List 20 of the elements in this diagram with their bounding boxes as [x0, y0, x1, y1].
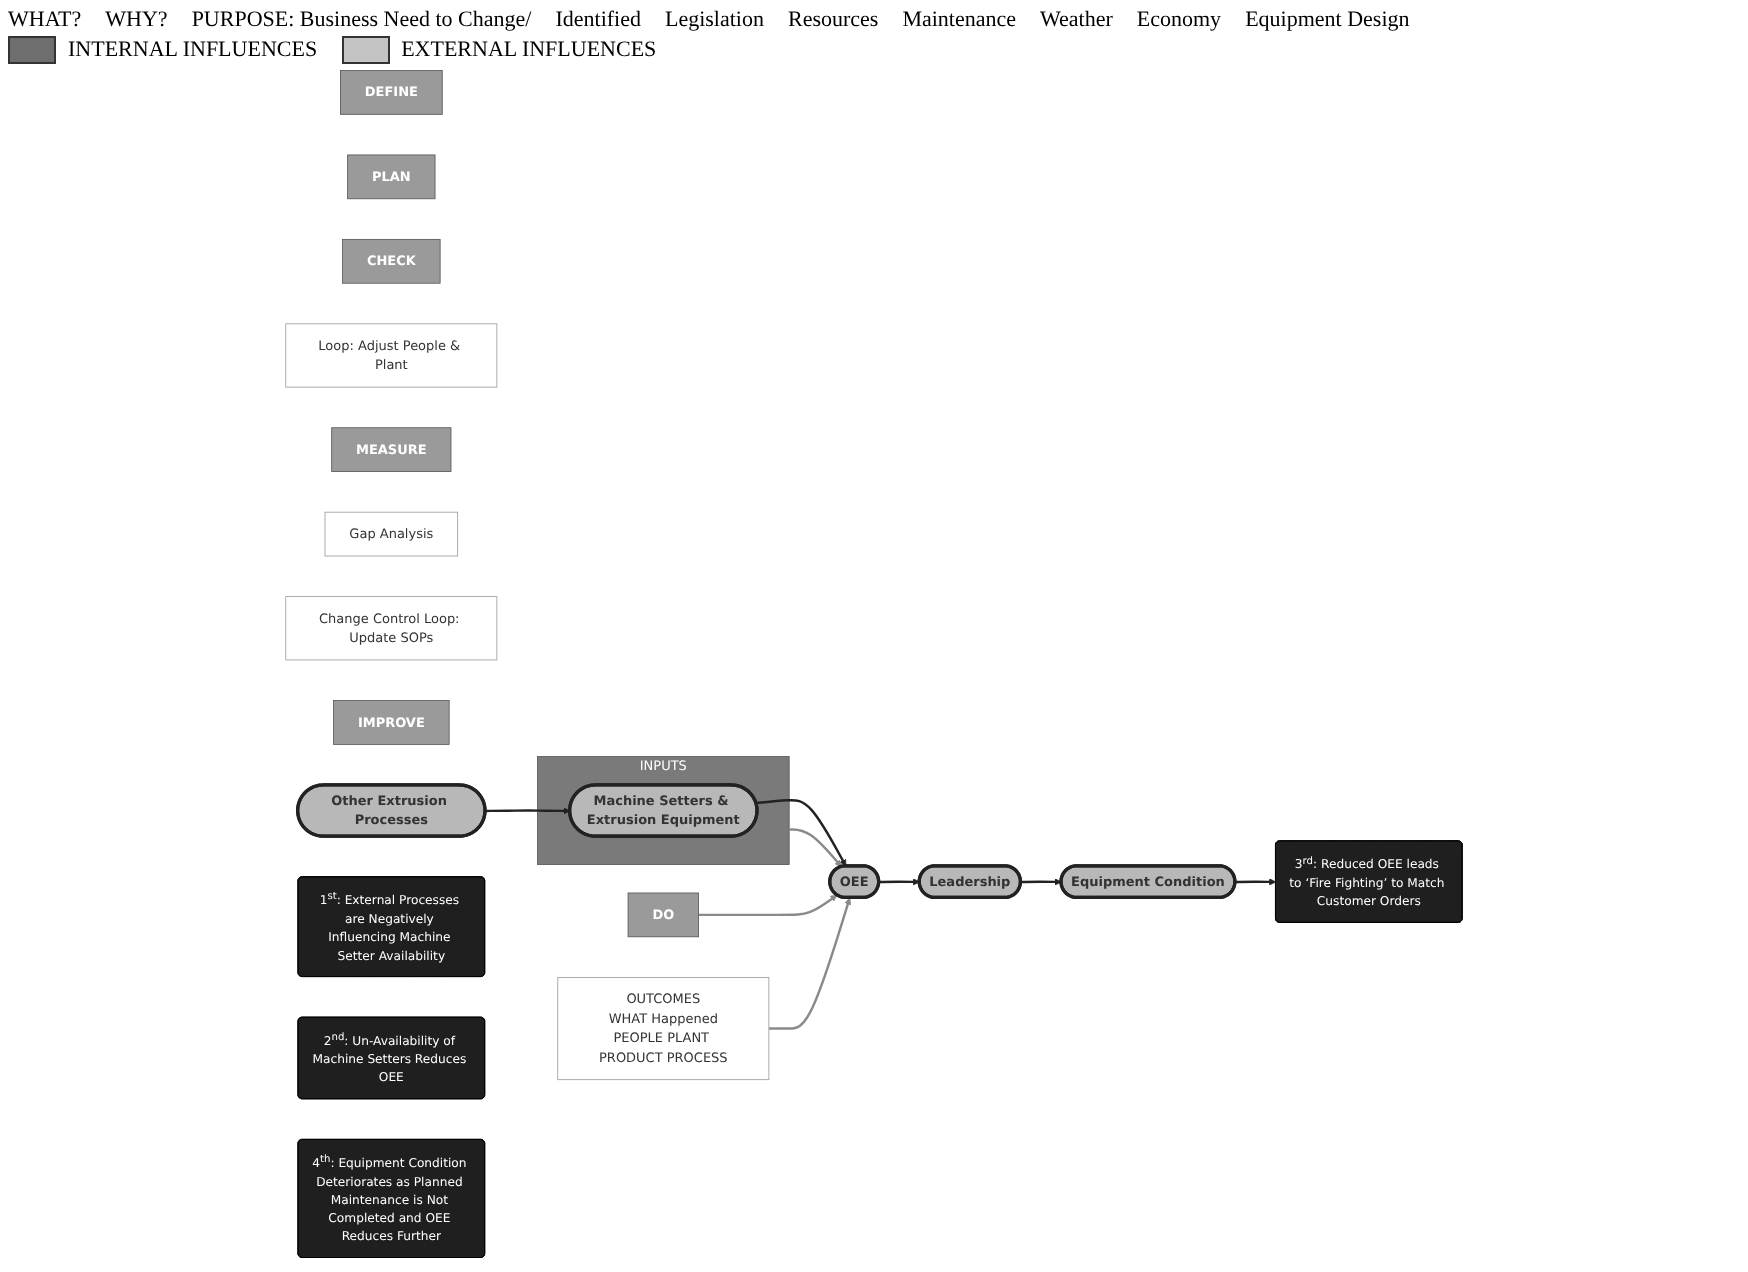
legend-label: EXTERNAL INFLUENCES — [401, 38, 657, 62]
text-label: WHY? — [105, 8, 168, 32]
text-label: Identified — [555, 8, 641, 32]
arrow — [1020, 878, 1062, 886]
text-label: Legislation — [664, 8, 764, 32]
text-label: WHAT? — [8, 8, 82, 32]
arrow — [756, 798, 847, 867]
arrow — [789, 828, 842, 868]
text-label: Maintenance — [902, 8, 1017, 32]
arrow — [485, 807, 571, 815]
legend-label: INTERNAL INFLUENCES — [68, 38, 318, 62]
text-label: Economy — [1136, 8, 1222, 32]
text-label: Equipment Design — [1245, 8, 1410, 32]
arrow — [768, 897, 852, 1030]
arrow — [1235, 878, 1277, 886]
arrow — [879, 878, 920, 886]
text-label: Weather — [1040, 8, 1113, 32]
arrow — [698, 894, 838, 917]
text-label: PURPOSE: Business Need to Change/ — [191, 8, 532, 32]
text-label: Resources — [787, 8, 879, 32]
